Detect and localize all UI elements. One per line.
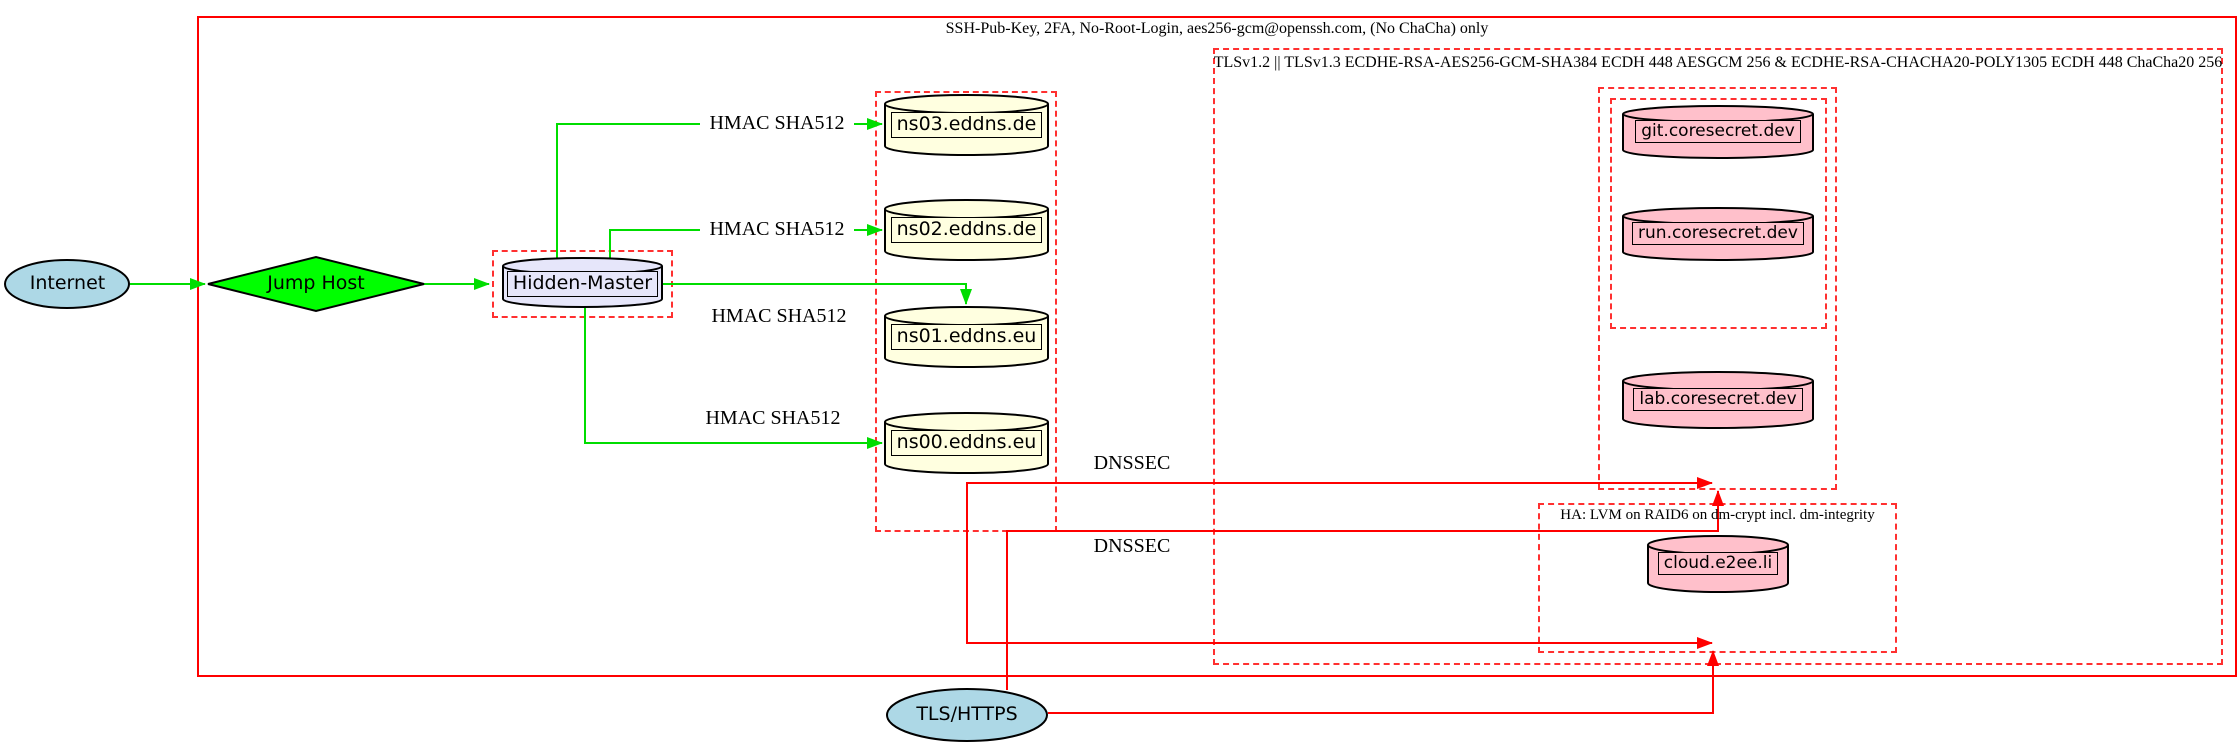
hmac-label-ns00: HMAC SHA512 xyxy=(696,407,850,430)
edge-tlshttps-coresecret-dnssec xyxy=(1006,490,1724,690)
jump-host-node[interactable]: Jump Host xyxy=(267,272,365,294)
edge-hiddenmaster-ns01 xyxy=(663,283,972,305)
ns00-node[interactable]: ns00.eddns.eu xyxy=(885,430,1048,456)
coresecret-box xyxy=(1598,87,1837,490)
hmac-label-ns01: HMAC SHA512 xyxy=(702,305,856,328)
ssh-zone-box xyxy=(197,16,2237,677)
ns01-node[interactable]: ns01.eddns.eu xyxy=(885,324,1048,350)
dnssec-label-lower: DNSSEC xyxy=(1085,535,1179,558)
cloud-node[interactable]: cloud.e2ee.li xyxy=(1648,552,1788,576)
tls-https-node[interactable]: TLS/HTTPS xyxy=(916,703,1018,725)
run-node[interactable]: run.coresecret.dev xyxy=(1623,222,1813,246)
edge-tlshttps-hazone xyxy=(1048,650,1719,714)
hidden-master-node[interactable]: Hidden-Master xyxy=(492,271,673,297)
edge-ns-hazone xyxy=(966,532,1713,649)
tls-https-ellipse[interactable] xyxy=(886,688,1048,742)
lab-node[interactable]: lab.coresecret.dev xyxy=(1623,388,1813,412)
dnssec-label-upper: DNSSEC xyxy=(1085,452,1179,475)
internet-ellipse[interactable] xyxy=(4,259,130,309)
edge-hiddenmaster-ns00 xyxy=(584,307,883,449)
tls-zone-label: TLSv1.2 || TLSv1.3 ECDHE-RSA-AES256-GCM-… xyxy=(1213,54,2223,71)
ns03-node[interactable]: ns03.eddns.de xyxy=(885,112,1048,138)
ssh-zone-label: SSH-Pub-Key, 2FA, No-Root-Login, aes256-… xyxy=(945,20,1489,37)
git-run-box xyxy=(1610,98,1827,329)
ns02-node[interactable]: ns02.eddns.de xyxy=(885,217,1048,243)
node-shapes xyxy=(4,94,1814,742)
internet-node[interactable]: Internet xyxy=(29,272,106,294)
ha-zone-label: HA: LVM on RAID6 on dm-crypt incl. dm-in… xyxy=(1560,507,1875,523)
hmac-label-ns02: HMAC SHA512 xyxy=(700,218,854,241)
git-node[interactable]: git.coresecret.dev xyxy=(1623,120,1813,144)
edge-ns-coresecret-dnssec xyxy=(966,477,1713,532)
jump-host-diamond[interactable] xyxy=(207,255,425,313)
red-edges xyxy=(966,477,1724,714)
hmac-label-ns03: HMAC SHA512 xyxy=(700,112,854,135)
